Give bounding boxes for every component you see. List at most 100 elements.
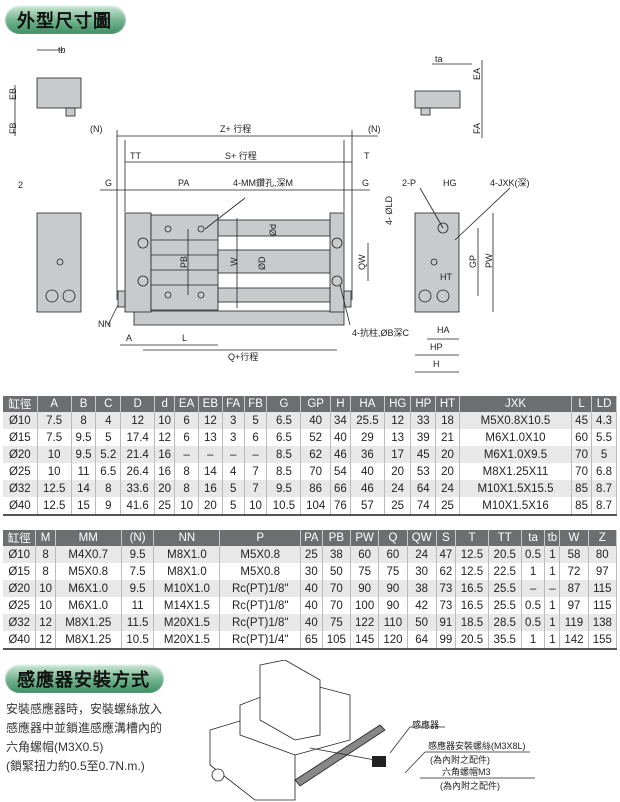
label-z-stroke: Z+ 行程 xyxy=(220,123,251,134)
column-header: EB xyxy=(198,396,223,412)
table-cell: Ø25 xyxy=(3,463,38,480)
table-cell: Rc(PT)1/4" xyxy=(219,631,301,650)
column-header: HP xyxy=(410,396,437,412)
column-header: H xyxy=(330,396,351,412)
table-cell: 18.5 xyxy=(455,614,489,631)
label-h: H xyxy=(433,359,440,369)
column-header: Z xyxy=(588,530,618,546)
table-cell: 12 xyxy=(154,429,176,446)
label-n-left: (N) xyxy=(90,124,103,134)
table-cell: Ø10 xyxy=(3,546,37,563)
label-hg: HG xyxy=(443,178,457,188)
desc-line: 六角螺帽(M3X0.5) xyxy=(6,740,104,754)
table-cell: 85 xyxy=(571,497,593,516)
label-two: 2 xyxy=(18,180,23,190)
table-cell: 11 xyxy=(71,463,97,480)
table-cell: M8X1.25 xyxy=(55,614,122,631)
table-cell: 11 xyxy=(121,597,155,614)
column-header: QW xyxy=(407,530,437,546)
table-cell: M5X0.8 xyxy=(219,563,301,580)
column-header: B xyxy=(71,396,97,412)
column-header: (N) xyxy=(121,530,155,546)
table-cell: 5.5 xyxy=(591,429,617,446)
label-g-left: G xyxy=(105,178,112,188)
table-cell: 64 xyxy=(407,631,437,650)
table-cell: 66 xyxy=(330,480,351,497)
table-cell: 17.4 xyxy=(120,429,156,446)
table-cell: 80 xyxy=(588,546,618,563)
desc-line: 安裝感應器時，安裝螺絲放入 xyxy=(6,702,163,716)
label-bore-D: ØD xyxy=(257,256,267,270)
label-mm-hole: 4-MM鑽孔,深M xyxy=(233,177,293,188)
label-s-stroke: S+ 行程 xyxy=(225,150,257,161)
table-cell: 29 xyxy=(350,429,385,446)
column-header: HA xyxy=(350,396,385,412)
table-cell: 33 xyxy=(410,412,437,429)
label-rod-d: Ød xyxy=(268,224,278,236)
table-cell: 4 xyxy=(95,412,122,429)
table-cell: M20X1.5 xyxy=(153,631,221,650)
table-cell: 60 xyxy=(350,546,380,563)
table-cell: 12.5 xyxy=(37,497,72,516)
table-cell: 25 xyxy=(435,497,460,516)
table-cell: 47 xyxy=(436,546,457,563)
table-cell: 40 xyxy=(300,412,331,429)
table-cell: M8X1.25X11 xyxy=(459,463,573,480)
table-cell: 12 xyxy=(384,412,412,429)
column-header: MM xyxy=(55,530,122,546)
table-cell: 13 xyxy=(384,429,412,446)
label-t: T xyxy=(364,151,370,161)
table-cell: 58 xyxy=(559,546,589,563)
table-cell: 90 xyxy=(350,580,380,597)
table-cell: 33.6 xyxy=(120,480,156,497)
callout-nut: 六角螺帽M3 xyxy=(442,766,491,777)
table-cell: 12.5 xyxy=(455,563,489,580)
table-cell: – xyxy=(521,580,546,597)
table-cell: 1 xyxy=(544,563,561,580)
section-title-sensor: 感應器安裝方式 xyxy=(5,664,164,693)
table-cell: 1 xyxy=(544,546,561,563)
table-cell: M5X0.8X10.5 xyxy=(459,412,573,429)
table-cell: Rc(PT)1/8" xyxy=(219,597,301,614)
column-header: S xyxy=(436,530,457,546)
table-cell: 8 xyxy=(35,546,56,563)
table-cell: 38 xyxy=(407,580,437,597)
table-cell: 40 xyxy=(300,597,323,614)
table-cell: 36 xyxy=(350,446,385,463)
table-cell: 91 xyxy=(436,614,457,631)
section-title-dimensions: 外型尺寸圖 xyxy=(5,5,126,34)
table-cell: 46 xyxy=(330,446,351,463)
table-cell: 86 xyxy=(300,480,331,497)
table-cell: 20 xyxy=(384,463,412,480)
table-cell: 0.5 xyxy=(521,614,546,631)
slide-body xyxy=(150,214,219,311)
table-cell: 30 xyxy=(407,563,437,580)
left-end-block xyxy=(124,212,152,313)
table-cell: 39 xyxy=(410,429,437,446)
column-header: EA xyxy=(174,396,199,412)
label-ld: 4- ØLD xyxy=(384,195,394,225)
table-cell: 25.5 xyxy=(488,580,522,597)
table-cell: 46 xyxy=(350,480,385,497)
table-cell: 14 xyxy=(198,463,223,480)
table-cell: 9.5 xyxy=(266,480,302,497)
label-counterbore: 4-抗柱,ØB深C xyxy=(352,327,410,338)
table-cell: 18 xyxy=(435,412,460,429)
sensor-install-illustration: 感應器 感應器安裝螺絲(M3X8L) (為內附之配件) 六角螺帽M3 (為內附之… xyxy=(209,660,535,801)
table-cell: 20 xyxy=(435,446,460,463)
table-cell: 45 xyxy=(571,412,593,429)
table-cell: 4 xyxy=(222,463,245,480)
label-gp: GP xyxy=(468,255,478,268)
label-ta: ta xyxy=(435,54,443,64)
table-cell: 50 xyxy=(322,563,351,580)
label-ha: HA xyxy=(437,325,450,335)
table-cell: 8 xyxy=(35,563,56,580)
table-cell: 7.5 xyxy=(121,563,155,580)
table-cell: M14X1.5 xyxy=(153,597,221,614)
table-cell: 73 xyxy=(436,597,457,614)
table-cell: 3 xyxy=(222,429,245,446)
table-cell: 50 xyxy=(407,614,437,631)
table-cell: 8 xyxy=(71,412,97,429)
